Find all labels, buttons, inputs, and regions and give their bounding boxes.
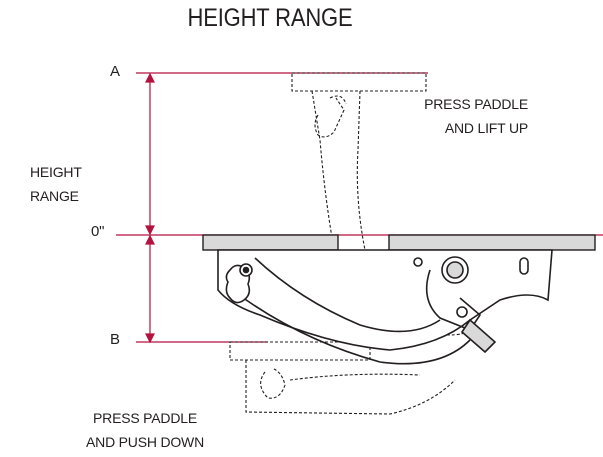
raised-pivot bbox=[329, 95, 347, 105]
lowered-plate bbox=[229, 341, 371, 361]
main-pivot-inner bbox=[446, 261, 464, 279]
arrowhead-a bbox=[145, 72, 155, 83]
note-lift-up: PRESS PADDLE AND LIFT UP bbox=[418, 92, 528, 140]
side-label-line1: HEIGHT bbox=[30, 164, 82, 180]
arrowhead-zero-top bbox=[145, 225, 155, 236]
raised-knob bbox=[314, 97, 345, 138]
lowered-knob bbox=[260, 367, 286, 399]
plates bbox=[202, 234, 596, 251]
raised-arm-left bbox=[311, 90, 471, 336]
arrowhead-b bbox=[145, 333, 155, 344]
linkage-pin bbox=[456, 306, 468, 318]
arrowhead-zero-bottom bbox=[145, 234, 155, 245]
height-range-side-label: HEIGHT RANGE bbox=[30, 160, 82, 208]
main-mechanism bbox=[217, 249, 553, 365]
mount-slot bbox=[519, 257, 529, 275]
note-push-down-line2: AND PUSH DOWN bbox=[86, 434, 204, 450]
right-plate bbox=[388, 234, 596, 251]
lowered-base-outline bbox=[245, 360, 456, 415]
knob-hub-center bbox=[242, 266, 250, 274]
note-push-down-line1: PRESS PADDLE bbox=[93, 410, 197, 426]
lowered-arm bbox=[289, 373, 421, 381]
base-bracket bbox=[217, 249, 553, 351]
arm-upper-curve bbox=[254, 257, 441, 333]
arm-lower-curve bbox=[234, 291, 471, 365]
mount-screw bbox=[413, 257, 423, 267]
side-label-line2: RANGE bbox=[30, 188, 79, 204]
note-lift-up-line1: PRESS PADDLE bbox=[424, 96, 528, 112]
marker-a-label: A bbox=[110, 63, 120, 80]
lowered-position-outline bbox=[229, 341, 456, 415]
release-paddle bbox=[460, 318, 497, 354]
dimension-arrows bbox=[145, 72, 155, 344]
marker-b-label: B bbox=[110, 331, 120, 348]
left-plate bbox=[202, 234, 339, 251]
diagram-title: HEIGHT RANGE bbox=[187, 4, 353, 32]
marker-zero-label: 0" bbox=[91, 223, 105, 240]
note-lift-up-line2: AND LIFT UP bbox=[444, 120, 528, 136]
note-push-down: PRESS PADDLE AND PUSH DOWN bbox=[70, 406, 220, 454]
raised-plate bbox=[291, 72, 427, 92]
